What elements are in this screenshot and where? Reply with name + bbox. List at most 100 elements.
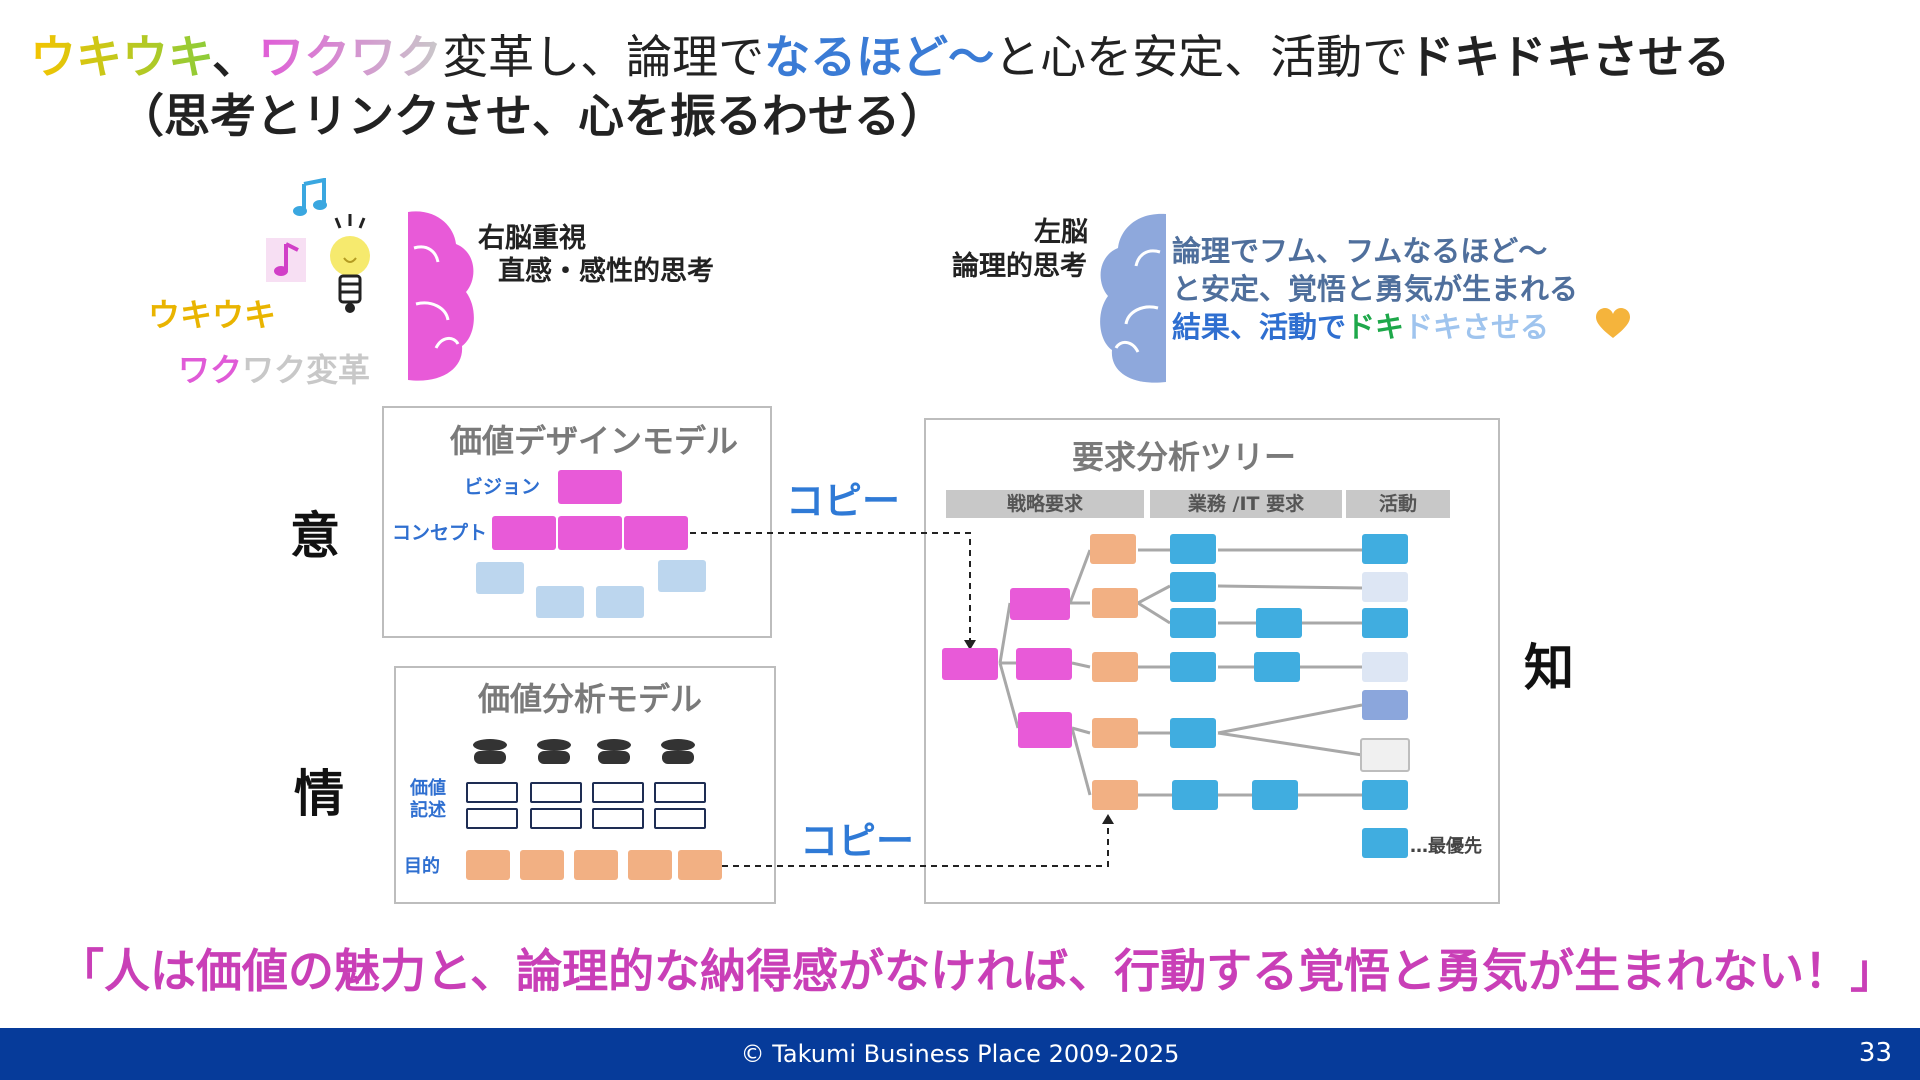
value-desc-label-2: 記述 [410,800,446,821]
page-title: ウキウキ、ワクワク変革し、論理でなるほど～と心を安定、活動でドキドキさせる [30,24,1730,90]
column-header-business-it: 業務 /IT 要求 [1150,490,1342,518]
tree-root-node [942,648,998,680]
copy-label-bottom: コピー [800,819,915,863]
purpose-label: 目的 [404,856,440,877]
title-ukiuki: ウキウキ [30,30,213,84]
requirement-tree-title: 要求分析ツリー [1072,438,1297,476]
text3-c: ドキさせる [1404,310,1550,344]
activity-node [1360,738,1410,772]
column-header-activity: 活動 [1346,490,1450,518]
page-subtitle: （思考とリンクさせ、心を振るわせる） [118,89,946,143]
left-brain-text-2: と安定、覚悟と勇気が生まれる [1172,272,1579,306]
kanji-chi: 知 [1524,638,1574,697]
connector-lines [690,532,1363,867]
wakuwaku-pink: ワク [178,351,243,389]
strategy-node [1010,588,1070,620]
right-brain-wakuwaku: ワクワク変革 [178,345,370,391]
design-sub-block [658,560,706,592]
text3-b: ドキ [1346,310,1405,344]
activity-node [1362,572,1408,602]
value-design-title: 価値デザインモデル [450,422,739,460]
purpose-block [466,850,510,880]
legend-priority-swatch [1362,828,1408,858]
value-analysis-title: 価値分析モデル [478,680,703,718]
business-node [1092,588,1138,618]
title-wakuwaku: ワクワク [258,30,443,84]
it-node [1254,652,1300,682]
strategy-node [1018,712,1072,748]
legend-priority-label: …最優先 [1410,836,1482,857]
copy-label-top: コピー [786,479,901,523]
value-desc-label-1: 価値 [410,778,446,799]
design-sub-block [536,586,584,618]
activity-node [1362,534,1408,564]
footer-copyright: © Takumi Business Place 2009-2025 [740,1040,1180,1068]
person-icon [597,739,631,764]
activity-node [1362,690,1408,720]
value-desc-card [466,808,518,829]
right-brain-ukiuki: ウキウキ [148,296,277,334]
purpose-block [574,850,618,880]
value-desc-card [654,808,706,829]
music-note-icon [293,178,327,216]
value-desc-card [592,808,644,829]
it-node [1252,780,1298,810]
person-icon [537,739,571,764]
it-node [1256,608,1302,638]
quote-text: 「人は価値の魅力と、論理的な納得感がなければ、行動する覚悟と勇気が生まれない！」 [58,944,1897,998]
text3-a: 結果、活動で [1172,310,1347,344]
column-header-strategy: 戦略要求 [946,490,1144,518]
concept-block [558,516,622,550]
value-desc-card [466,782,518,803]
person-icon [661,739,695,764]
vision-block [558,470,622,504]
activity-node [1362,652,1408,682]
music-note-pink-icon [266,238,306,282]
title-part2: 変革し、論理で [442,30,765,84]
it-node [1170,718,1216,748]
right-brain-icon [408,211,474,381]
right-brain-desc: 直感・感性的思考 [498,256,714,287]
heart-icon [1596,308,1630,338]
concept-block [624,516,688,550]
value-desc-card [530,808,582,829]
strategy-node [1016,648,1072,680]
wakuwaku-grey: ワク変革 [242,351,371,389]
title-dokidoki: ドキドキさせる [1408,30,1731,84]
purpose-block [628,850,672,880]
vision-label: ビジョン [464,476,541,498]
value-desc-card [592,782,644,803]
left-brain-label: 左脳 [1034,217,1088,248]
activity-node [1362,608,1408,638]
page-number: 33 [1858,1038,1892,1068]
it-node [1170,608,1216,638]
value-desc-label: 価値 記述 [410,778,446,822]
design-sub-block [596,586,644,618]
business-node [1092,780,1138,810]
business-node [1092,718,1138,748]
title-part3: と心を安定、活動で [994,30,1409,84]
person-icon [473,739,507,764]
left-brain-icon [1100,213,1166,383]
purpose-block [520,850,564,880]
concept-block [492,516,556,550]
left-brain-desc: 論理的思考 [952,251,1087,282]
it-node [1170,572,1216,602]
left-brain-text-1: 論理でフム、フムなるほど～ [1172,234,1548,268]
it-node [1172,780,1218,810]
light-bulb-icon [330,214,370,313]
value-desc-card [654,782,706,803]
it-node [1170,652,1216,682]
activity-node [1362,780,1408,810]
right-brain-label: 右脳重視 [478,223,586,254]
concept-label: コンセプト [392,522,488,544]
left-brain-text-3: 結果、活動でドキドキさせる [1172,304,1549,346]
business-node [1090,534,1136,564]
purpose-block [678,850,722,880]
kanji-i: 意 [290,506,340,565]
footer-bar: © Takumi Business Place 2009-2025 33 [0,1028,1920,1080]
design-sub-block [476,562,524,594]
it-node [1170,534,1216,564]
value-desc-card [530,782,582,803]
title-sep: 、 [212,30,259,84]
